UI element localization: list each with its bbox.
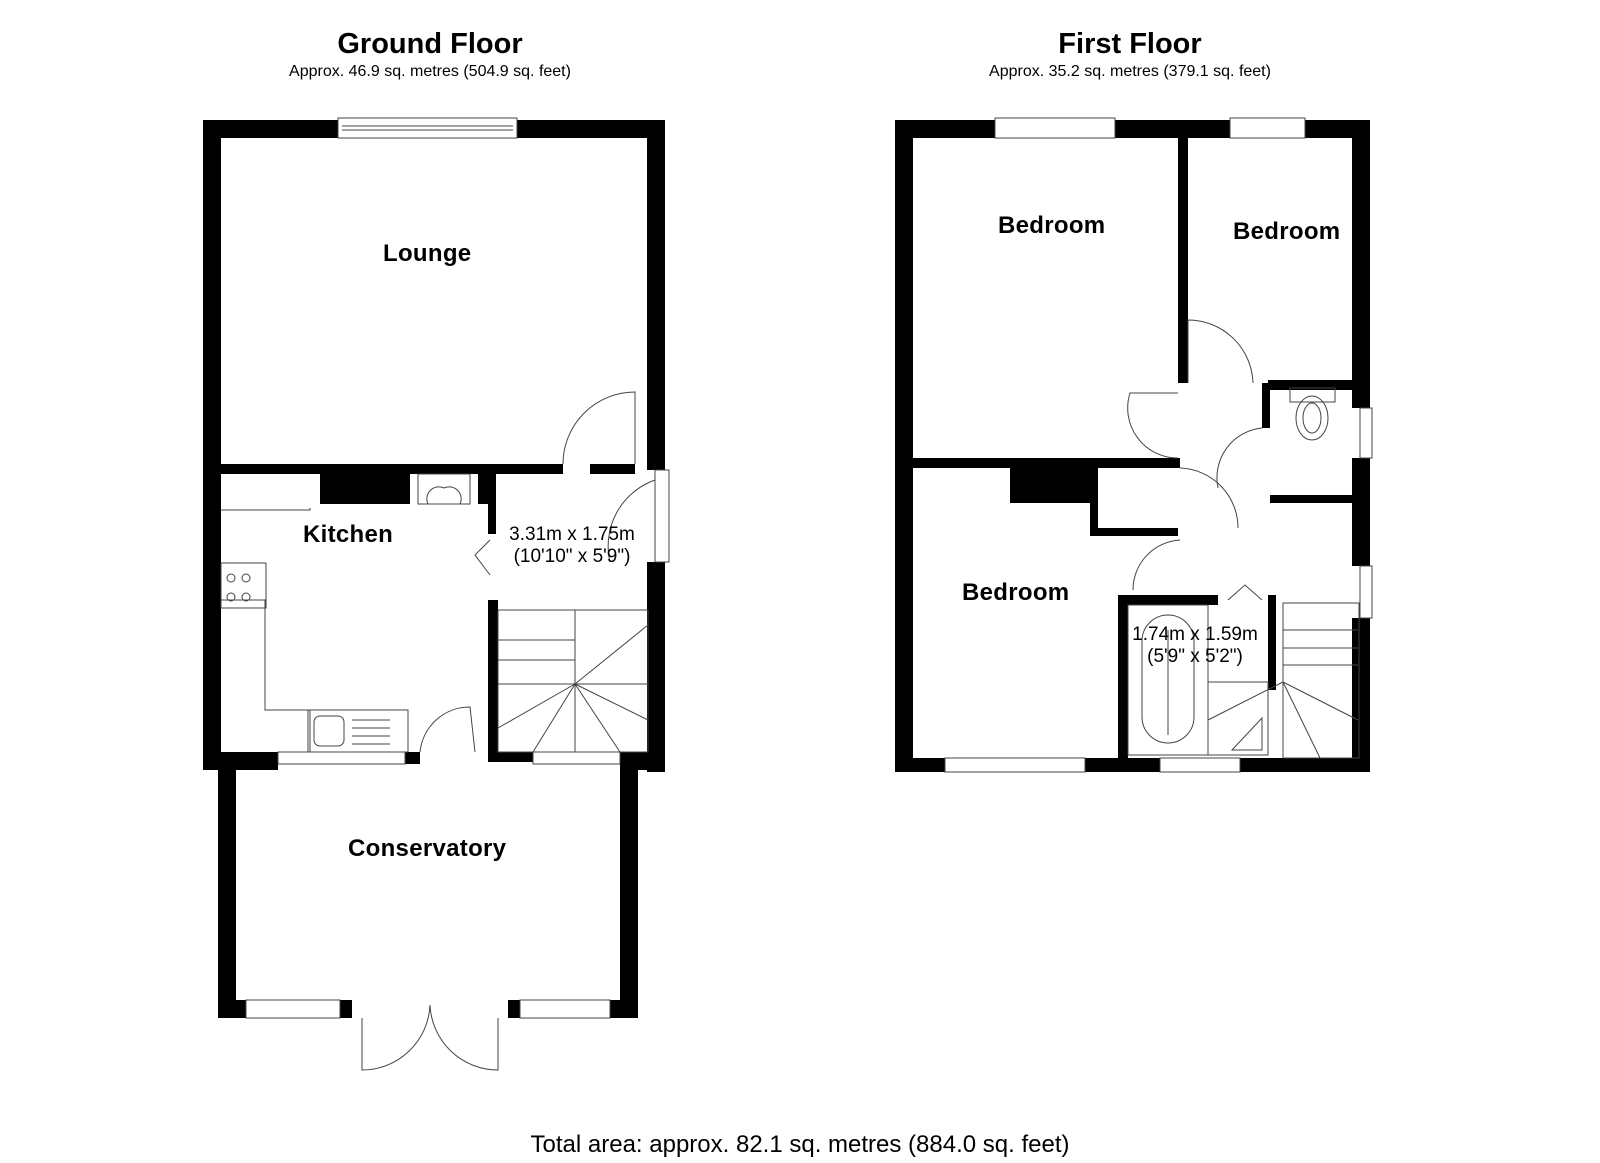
wall xyxy=(1090,468,1098,536)
window xyxy=(1159,757,1241,773)
wall xyxy=(895,120,913,772)
wall xyxy=(488,752,533,762)
toilet xyxy=(1295,395,1329,441)
room-label-bedroom-1: Bedroom xyxy=(998,212,1106,239)
room-label-bedroom-3: Bedroom xyxy=(962,579,1070,606)
wall xyxy=(1268,595,1276,690)
window xyxy=(1229,117,1306,139)
ground-floor-plan xyxy=(203,120,665,1018)
stairs xyxy=(497,609,649,753)
front-door-swing xyxy=(607,479,656,563)
wall xyxy=(1115,120,1230,138)
wall xyxy=(895,120,995,138)
wall xyxy=(1090,528,1178,536)
basin xyxy=(1230,716,1263,751)
front-door-frame xyxy=(654,469,670,563)
door-swing xyxy=(1216,427,1263,489)
wall xyxy=(1270,495,1358,503)
wall xyxy=(1352,618,1370,772)
bathroom-dimension-imperial: (5'9" x 5'2") xyxy=(1147,646,1243,667)
wall xyxy=(218,1000,246,1018)
wall xyxy=(508,1000,520,1018)
window xyxy=(944,757,1086,773)
door-swing xyxy=(419,706,476,753)
first-floor-plan xyxy=(895,120,1370,772)
total-area: Total area: approx. 82.1 sq. metres (884… xyxy=(530,1131,1070,1158)
first-floor-area: Approx. 35.2 sq. metres (379.1 sq. feet) xyxy=(989,63,1271,80)
door-swing xyxy=(1179,467,1239,529)
window xyxy=(532,751,621,765)
wall xyxy=(910,458,1180,468)
window xyxy=(245,999,341,1019)
wall xyxy=(203,120,221,760)
wall xyxy=(1262,383,1270,428)
room-label-bedroom-2: Bedroom xyxy=(1233,218,1341,245)
ground-floor-title: Ground Floor xyxy=(337,28,523,60)
wall xyxy=(1118,595,1218,605)
window xyxy=(1359,565,1373,619)
wall xyxy=(1268,380,1358,390)
window xyxy=(994,117,1116,139)
chimney-breast xyxy=(320,474,410,504)
door-swing xyxy=(1187,319,1254,384)
first-floor-title: First Floor xyxy=(1058,28,1202,60)
wall xyxy=(1178,135,1188,383)
wall xyxy=(203,120,338,138)
hob xyxy=(220,562,267,609)
wall xyxy=(1352,120,1370,408)
wall xyxy=(218,760,236,1018)
wall xyxy=(1352,458,1370,566)
stairs xyxy=(1282,602,1360,759)
room-label-conservatory: Conservatory xyxy=(348,835,507,862)
cistern xyxy=(1289,387,1336,403)
wall xyxy=(517,120,665,138)
sink xyxy=(313,715,345,747)
chimney-breast xyxy=(1010,468,1090,503)
door-swing xyxy=(562,391,636,465)
hall-dimension-imperial: (10'10" x 5'9") xyxy=(513,546,631,567)
door-swing xyxy=(1127,392,1179,459)
wall xyxy=(1085,758,1160,772)
hall-dimension: 3.31m x 1.75m (10'10" x 5'9") xyxy=(497,524,647,568)
wall xyxy=(1240,758,1370,772)
wall xyxy=(647,562,665,772)
wall xyxy=(405,752,420,764)
wall xyxy=(895,758,945,772)
hall-dimension-metric: 3.31m x 1.75m xyxy=(509,524,635,545)
wall xyxy=(340,1000,352,1018)
wall xyxy=(488,600,498,760)
bifold-door xyxy=(474,539,491,576)
window xyxy=(519,999,611,1019)
room-label-lounge: Lounge xyxy=(383,240,472,267)
bathroom-dimension-metric: 1.74m x 1.59m xyxy=(1132,624,1258,645)
bifold-door xyxy=(1227,584,1263,601)
wall xyxy=(590,464,635,474)
wall xyxy=(620,760,638,1018)
door-swing xyxy=(1132,539,1181,591)
wall xyxy=(647,120,665,470)
window xyxy=(337,117,518,139)
room-label-kitchen: Kitchen xyxy=(303,521,394,548)
wall xyxy=(488,474,496,534)
window xyxy=(277,751,406,765)
bath xyxy=(1127,604,1209,756)
window xyxy=(1359,407,1373,459)
ground-floor-fixtures xyxy=(220,117,670,1071)
sink-unit xyxy=(307,709,409,753)
wall xyxy=(203,752,278,770)
ground-floor-area: Approx. 46.9 sq. metres (504.9 sq. feet) xyxy=(289,63,571,80)
bathroom-dimension: 1.74m x 1.59m (5'9" x 5'2") xyxy=(1120,624,1270,668)
wall xyxy=(610,1000,638,1018)
wall xyxy=(218,464,563,474)
wall xyxy=(1118,595,1128,760)
first-floor-fixtures xyxy=(944,117,1373,773)
